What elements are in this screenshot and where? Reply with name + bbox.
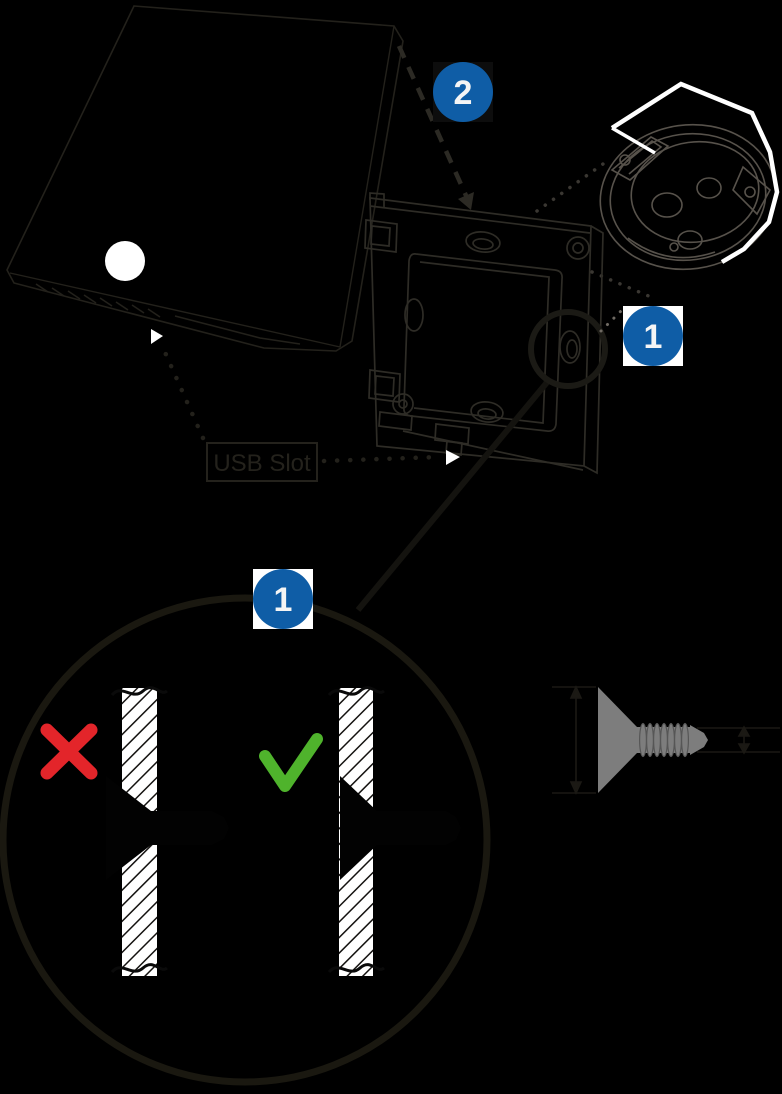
wall-box-strap-right [732,165,772,216]
bracket-slot-right-inner [566,339,578,359]
bracket-slot-top-inner [472,238,494,250]
screw-silhouette-correct [340,776,461,880]
wall-box [599,123,777,271]
bracket-clip-bottom-left [368,369,401,403]
check-icon [259,733,323,792]
mounting-bracket [364,192,604,475]
screw-silhouette-wrong [106,776,229,880]
bracket-top-face [369,205,591,234]
wall-break-marks [110,686,385,974]
bracket-screw-hole-bl [392,393,414,415]
badge-step-1-bracket: 1 [623,306,683,366]
bracket-slot-left [404,298,424,332]
usb-label-text: USB Slot [213,450,311,477]
magnifier-to-badge-dots [599,309,623,333]
screw-tip [690,725,708,755]
wall-cutout-inner-edge [611,126,656,155]
wall-box-screw-right [744,186,756,198]
bracket-slot-bottom [470,401,504,423]
badge-step-1-detail: 1 [253,569,313,629]
wall-box-bottom-arc [627,237,716,259]
bracket-bottom-tabs [434,423,470,456]
screw-thread [666,722,675,758]
badge-circle [433,62,493,122]
bracket-screw-hole-tr [566,236,590,260]
wall-box-knockout-2 [696,177,722,199]
wall-box-screw-left [619,154,631,166]
badge-step-2: 2 [433,62,493,122]
badge-number: 2 [454,74,473,112]
screw-figure [552,685,780,795]
screw-thread [673,722,682,758]
detail-circle-ring [0,594,491,1086]
screw-thread [638,722,647,758]
usb-callout: USB Slot [151,329,460,482]
wall-cutout-outline [610,81,780,264]
device-front-edge [9,25,395,348]
magnifier-leader-line [355,378,552,612]
bracket-slot-bottom-inner [477,408,497,420]
bracket-screw-hole-tr-inner [572,242,584,254]
usb-leader-dots-right [321,454,441,464]
wall-box-knockout-1 [651,192,683,218]
leader-arrowhead [458,192,474,210]
screw-thread [652,722,661,758]
usb-arrowhead-right [446,450,460,465]
screw-thread [680,722,689,758]
bracket-screw-hole-bl-inner [398,399,408,409]
dashed-leader-line [396,45,471,201]
device-panel [6,5,404,352]
bracket-inner-opening [403,253,563,432]
wall-box-boss [677,230,703,250]
badge-circle [623,306,683,366]
screw-thread [645,722,654,758]
device-silhouette [6,5,404,352]
badge-number: 1 [644,318,663,356]
bracket-foot [378,411,413,431]
bracket-slot-right [559,330,581,364]
cross-icon [40,723,98,780]
usb-label-box [206,442,318,482]
device-round-button [105,241,145,281]
bracket-slot-top [465,231,501,253]
badge-number: 1 [274,581,293,619]
screw-body [598,687,708,793]
wall-box-strap-left [610,136,670,181]
screw-head [598,687,637,793]
usb-arrowhead-left [151,329,163,344]
wall-box-strap-left-inner [618,140,663,175]
detail-view [0,594,491,1086]
usb-leader-dots-left [161,347,206,441]
badge-circle [253,569,313,629]
dimension-marks [552,685,780,795]
step2-leader [396,45,474,210]
bracket-to-box-dots [535,157,612,213]
device-connector-pins [35,283,301,345]
wall-box-screw-bottom [669,242,679,252]
screw-thread [659,722,668,758]
bracket-clip-top-left [364,192,398,253]
magnifier-circle [528,309,608,389]
wall-box-outer-rim [599,123,777,271]
